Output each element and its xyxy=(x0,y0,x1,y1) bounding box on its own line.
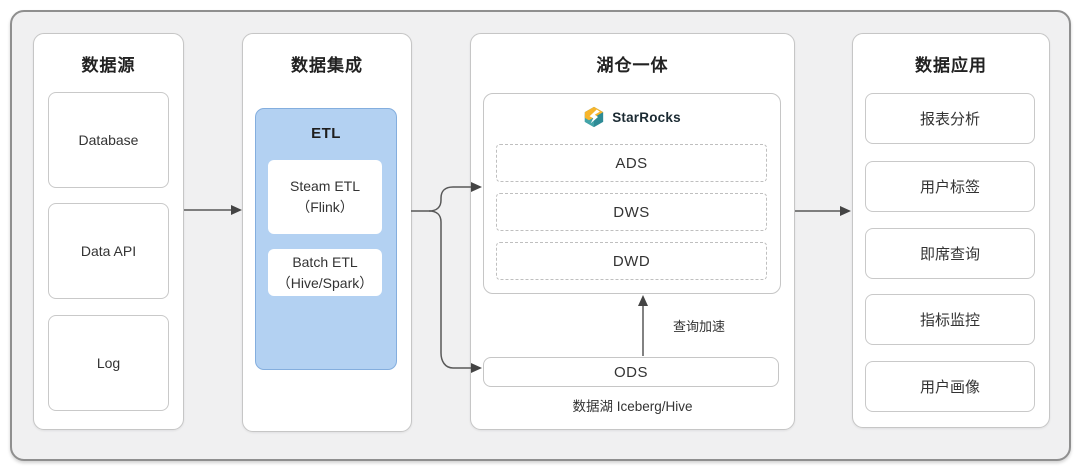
etl-job-stream: Steam ETL （Flink） xyxy=(268,160,382,234)
panel-title-data-applications: 数据应用 xyxy=(915,56,987,75)
query-acceleration-label: 查询加速 xyxy=(673,319,726,334)
starrocks-logo-row: StarRocks xyxy=(484,105,780,129)
data-lake-label: 数据湖 Iceberg/Hive xyxy=(572,399,693,414)
panel-title-data-integration: 数据集成 xyxy=(291,56,363,75)
app-box-adhoc-query: 即席查询 xyxy=(865,228,1035,279)
app-box-report-analysis: 报表分析 xyxy=(865,93,1035,144)
source-box-log: Log xyxy=(48,315,169,411)
app-box-user-profile: 用户画像 xyxy=(865,361,1035,412)
etl-job-batch: Batch ETL （Hive/Spark） xyxy=(268,249,382,296)
etl-group-title: ETL xyxy=(311,125,341,142)
starrocks-container: StarRocks ADS DWS DWD xyxy=(483,93,781,294)
source-box-data-api: Data API xyxy=(48,203,169,299)
panel-data-integration: 数据集成 ETL Steam ETL （Flink） Batch ETL （Hi… xyxy=(242,33,412,432)
starrocks-logo-icon xyxy=(585,106,604,128)
layer-box-dws: DWS xyxy=(496,193,767,231)
layer-box-dwd: DWD xyxy=(496,242,767,280)
panel-data-sources: 数据源 Database Data API Log xyxy=(33,33,184,430)
layer-box-ads: ADS xyxy=(496,144,767,182)
panel-lakehouse: 湖仓一体 StarRocks ADS DWS DWD 查询加速 ODS 数据湖 … xyxy=(470,33,795,430)
etl-job-name: Steam ETL xyxy=(289,178,361,194)
etl-job-engine: （Flink） xyxy=(296,199,354,215)
app-box-metric-monitoring: 指标监控 xyxy=(865,294,1035,345)
source-box-database: Database xyxy=(48,92,169,188)
panel-title-data-sources: 数据源 xyxy=(81,56,136,75)
etl-job-engine: （Hive/Spark） xyxy=(276,274,374,291)
starrocks-label: StarRocks xyxy=(612,109,681,125)
panel-data-applications: 数据应用 报表分析 用户标签 即席查询 指标监控 用户画像 xyxy=(852,33,1050,428)
panel-title-lakehouse: 湖仓一体 xyxy=(596,56,669,75)
etl-job-name: Batch ETL xyxy=(292,253,358,270)
ods-box: ODS xyxy=(483,357,779,387)
etl-group-box: ETL Steam ETL （Flink） Batch ETL （Hive/Sp… xyxy=(255,108,397,370)
app-box-user-tags: 用户标签 xyxy=(865,161,1035,212)
